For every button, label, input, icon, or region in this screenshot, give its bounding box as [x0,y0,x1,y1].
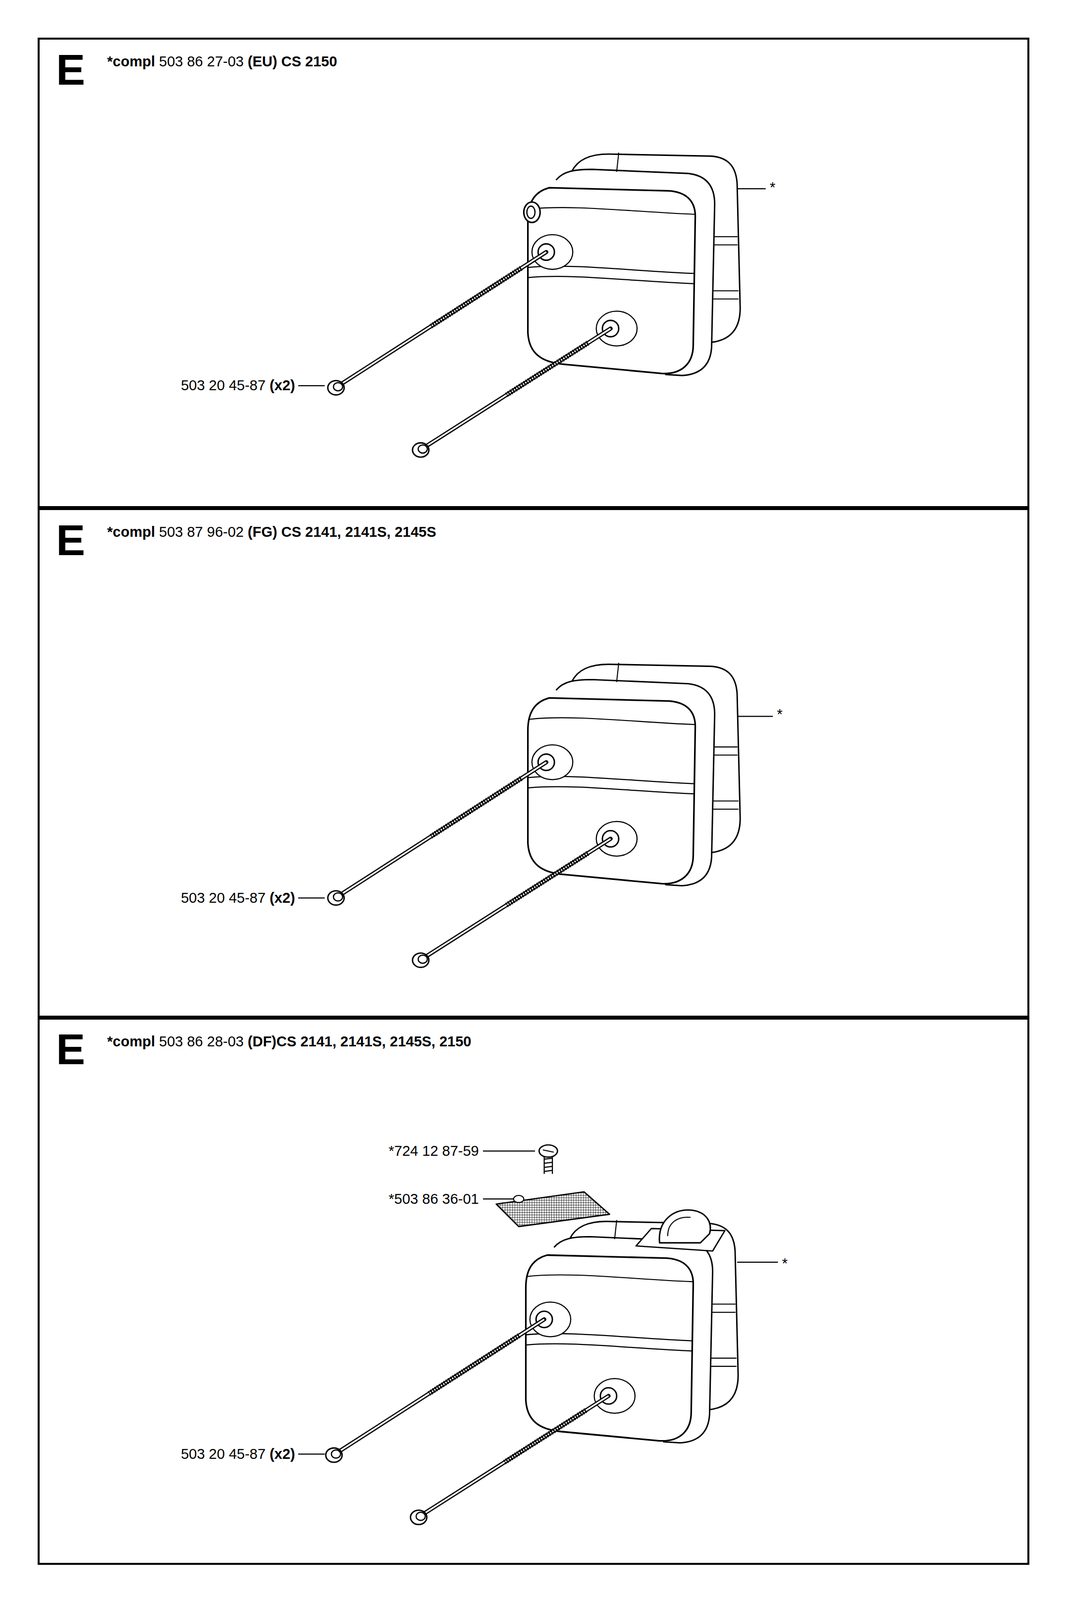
leader-line [482,1198,514,1200]
asterisk-callout: * [768,179,777,196]
asterisk-callout: * [781,1256,789,1273]
part-number: 503 20 45-87 (x2) [179,377,297,394]
leader-line [482,1150,535,1152]
muffler [327,663,741,968]
drawing-line [614,1220,617,1239]
leader-line [737,188,766,190]
drawing-line [496,1192,610,1228]
drawing-line [713,236,739,300]
drawing-line [529,786,695,795]
kit-title: *compl 503 87 96-02 (FG) CS 2141, 2141S,… [106,524,436,541]
panel-letter: E [55,46,86,95]
part-number: *503 86 36-01 [387,1191,481,1208]
drawing-line [711,1304,737,1367]
drawing-line [616,153,619,172]
drawing-line [529,207,695,215]
bolt [325,1319,545,1463]
leader-line [737,1262,778,1264]
bolt [410,1396,609,1526]
drawing-line [526,1255,694,1442]
drawing-line [543,1150,554,1153]
drawing-line [528,697,696,884]
section-panel: E *compl 503 86 27-03 (EU) CS 2150 [37,37,1029,509]
leader-line [298,897,325,899]
bolt [327,252,547,395]
panel-letter: E [55,1025,86,1074]
drawing-line [667,1217,691,1236]
section-panel: E *compl 503 86 28-03 (DF)CS 2141, 2141S,… [37,1017,1029,1566]
drawing-line [528,187,696,374]
muffler [327,153,741,458]
drawing-line [544,1155,553,1175]
bolt [412,328,611,458]
leader-line [298,1453,325,1455]
drawing-line [529,717,695,725]
panel-letter: E [55,516,86,565]
part-number: 503 20 45-87 (x2) [179,1446,297,1463]
bolt [327,762,547,906]
part-number: 503 20 45-87 (x2) [179,890,297,907]
drawing-line [527,1275,693,1282]
drawing-line [527,1344,693,1352]
leader-line [737,715,773,717]
part-number: *724 12 87-59 [387,1143,481,1160]
bolt [412,839,611,968]
drawing-line [713,747,739,810]
leader-line [298,385,325,387]
asterisk-callout: * [776,706,784,723]
muffler [325,1210,739,1525]
drawing-line [659,1210,711,1243]
section-panel: E *compl 503 87 96-02 (FG) CS 2141, 2141S… [37,508,1029,1018]
kit-title: *compl 503 86 28-03 (DF)CS 2141, 2141S, … [106,1034,472,1051]
drawing-line [529,276,695,284]
drawing-line [616,663,619,682]
kit-title: *compl 503 86 27-03 (EU) CS 2150 [106,53,337,70]
spark-arrestor [496,1145,610,1228]
